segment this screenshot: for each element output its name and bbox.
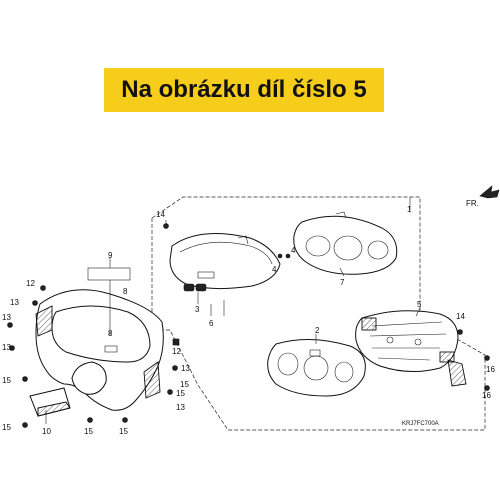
callout-16a: 16 [486,365,495,374]
fastener-screws [7,223,490,428]
part-3-bulbs [183,283,207,292]
callout-13a: 13 [10,298,19,307]
part-7-meter-case [293,211,398,275]
callout-8b: 8 [108,329,113,338]
part-6-meter-lens [169,233,281,290]
callout-14b: 14 [456,312,465,321]
callout-4b: 4 [291,246,296,255]
callout-4a: 4 [272,265,277,274]
callout-12a: 12 [26,279,35,288]
direction-label: FR. [466,199,479,208]
callout-10: 10 [42,427,51,436]
callout-14a: 14 [156,210,165,219]
callout-16b: 16 [482,391,491,400]
leader-lines [45,220,421,424]
callout-12b: 12 [172,347,181,356]
front-direction-arrow [479,185,500,199]
part-5-circuit-board [355,310,467,387]
callout-15a: 15 [2,376,11,385]
banner-text: Na obrázku díl číslo 5 [121,76,367,103]
callout-2: 2 [315,326,320,335]
part-2-meter-panel [267,338,366,397]
callout-1: 1 [407,205,412,214]
callout-3: 3 [195,305,200,314]
callout-6: 6 [209,319,214,328]
callout-15d: 15 [119,427,128,436]
assembly-boundary [151,196,486,431]
diagram-code: KRJ7FC700A [402,421,439,427]
callout-13e: 13 [176,403,185,412]
callout-7: 7 [340,278,345,287]
callout-13c: 13 [2,343,11,352]
callout-13b: 13 [2,313,11,322]
part-number-banner: Na obrázku díl číslo 5 [104,68,384,112]
callout-9: 9 [108,251,113,260]
part-8-bracket-label-box [87,267,131,281]
callout-15b: 15 [2,423,11,432]
callout-15f: 15 [180,380,189,389]
part-10-lower-lid [29,387,71,417]
callout-8a: 8 [123,287,128,296]
callout-5: 5 [417,300,422,309]
callout-15e: 15 [176,389,185,398]
part-9-front-cover [35,289,164,411]
callout-labels: 1 2 3 4 4 5 6 7 8 8 9 10 12 12 13 13 13 … [2,205,495,436]
callout-13d: 13 [181,364,190,373]
callout-15c: 15 [84,427,93,436]
